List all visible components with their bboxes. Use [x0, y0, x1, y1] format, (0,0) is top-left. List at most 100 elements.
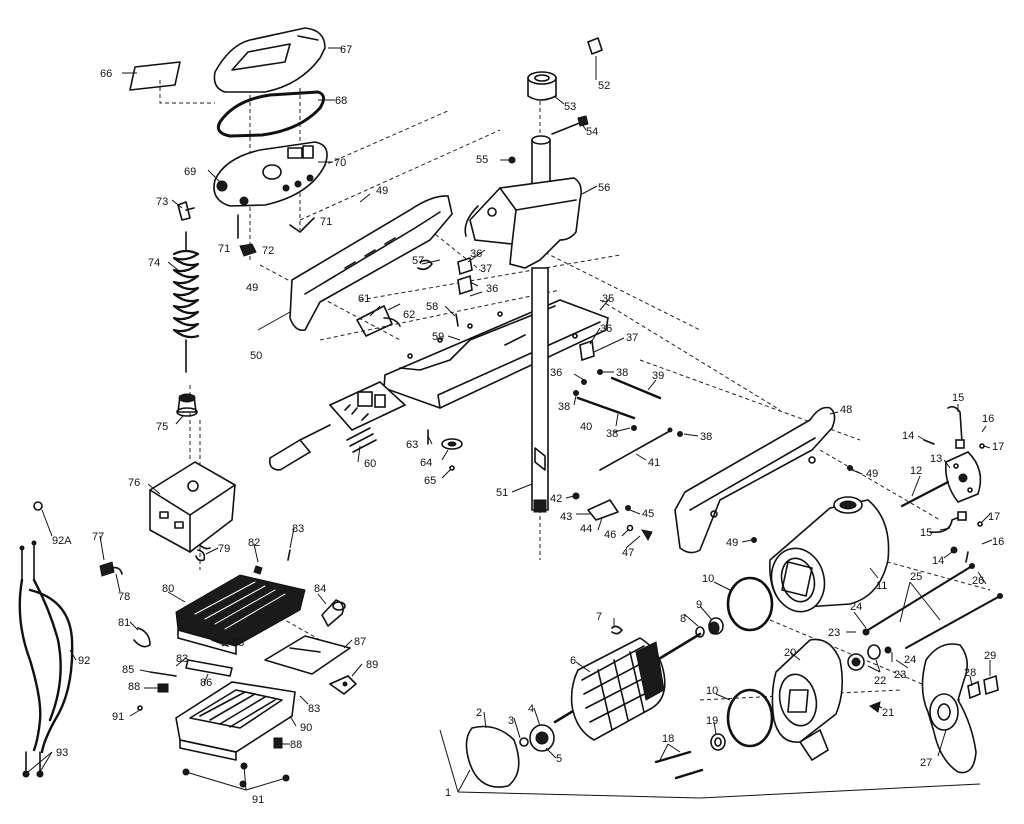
- callout-60: 60: [364, 458, 376, 470]
- callout-82: 82: [248, 537, 260, 549]
- callout-49: 49: [246, 282, 258, 294]
- gasket-part: [216, 90, 325, 138]
- callout-49: 49: [376, 185, 388, 197]
- callout-37: 37: [626, 332, 638, 344]
- callout-16: 16: [982, 413, 994, 425]
- callout-68: 68: [335, 95, 347, 107]
- mount-assembly: [289, 195, 609, 409]
- callout-19: 19: [706, 715, 718, 727]
- callout-40: 40: [580, 421, 592, 433]
- callout-18: 18: [662, 733, 674, 745]
- callout-25: 25: [910, 571, 922, 583]
- callout-69: 69: [184, 166, 196, 178]
- callout-44: 44: [580, 523, 592, 535]
- callout-37: 37: [480, 263, 492, 275]
- callout-38: 38: [700, 431, 712, 443]
- callout-38: 38: [616, 367, 628, 379]
- callout-48: 48: [840, 404, 852, 416]
- callout-21: 21: [882, 707, 894, 719]
- callout-11: 11: [876, 580, 887, 592]
- callout-78: 78: [118, 591, 130, 603]
- callout-12: 12: [910, 465, 922, 477]
- callout-52: 52: [598, 80, 610, 92]
- callout-28: 28: [964, 667, 976, 679]
- callout-83: 83: [308, 703, 320, 715]
- callout-71: 71: [320, 216, 332, 228]
- callout-54: 54: [586, 126, 598, 138]
- callout-50: 50: [250, 350, 262, 362]
- callout-8: 8: [680, 613, 686, 625]
- callout-15: 15: [920, 527, 932, 539]
- callout-46: 46: [604, 529, 616, 541]
- callout-55: 55: [476, 154, 488, 166]
- callout-24: 24: [904, 654, 916, 666]
- callout-72: 72: [262, 245, 274, 257]
- meter-base-part: [213, 141, 328, 207]
- callout-labels: 66 67 68 69 70 71 71 72 73 74 75 76 49 4…: [52, 44, 1004, 806]
- callout-2: 2: [476, 707, 482, 719]
- callout-5: 5: [556, 753, 562, 765]
- callout-45: 45: [642, 508, 654, 520]
- end-cap-assembly: [654, 628, 999, 780]
- callout-83: 83: [232, 637, 244, 649]
- callout-83: 83: [292, 523, 304, 535]
- callout-91: 91: [112, 711, 124, 723]
- callout-88: 88: [128, 681, 140, 693]
- steering-column-part: [531, 267, 549, 511]
- callout-93: 93: [56, 747, 68, 759]
- callout-4: 4: [528, 703, 534, 715]
- lower-housing-part: [674, 406, 853, 554]
- callout-75: 75: [156, 421, 168, 433]
- callout-67: 67: [340, 44, 352, 56]
- callout-66: 66: [100, 68, 112, 80]
- callout-6: 6: [570, 655, 576, 667]
- callout-36: 36: [486, 283, 498, 295]
- callout-92a: 92A: [52, 535, 72, 547]
- callout-16: 16: [992, 536, 1004, 548]
- callout-85: 85: [122, 664, 134, 676]
- motor-housing-assembly: [769, 405, 1003, 649]
- callout-7: 7: [596, 611, 602, 623]
- callout-41: 41: [648, 457, 660, 469]
- callout-53: 53: [564, 101, 576, 113]
- callout-35: 35: [602, 293, 614, 305]
- callout-22: 22: [874, 675, 886, 687]
- callout-58: 58: [426, 301, 438, 313]
- callout-74: 74: [148, 257, 160, 269]
- callout-47: 47: [622, 547, 634, 559]
- coil-cord-part: [172, 231, 200, 417]
- callout-9: 9: [696, 599, 702, 611]
- callout-10: 10: [702, 573, 714, 585]
- callout-36: 36: [600, 323, 612, 335]
- callout-29: 29: [984, 650, 996, 662]
- callout-3: 3: [508, 715, 514, 727]
- callout-42: 42: [550, 493, 562, 505]
- callout-73: 73: [156, 196, 168, 208]
- callout-17: 17: [988, 511, 1000, 523]
- callout-81: 81: [118, 617, 130, 629]
- callout-23: 23: [894, 669, 906, 681]
- callout-63: 63: [406, 439, 418, 451]
- callout-89: 89: [366, 659, 378, 671]
- callout-90: 90: [300, 722, 312, 734]
- callout-23: 23: [828, 627, 840, 639]
- bracket-part: [149, 461, 236, 553]
- callout-36: 36: [550, 367, 562, 379]
- callout-26: 26: [972, 575, 984, 587]
- wire-harness-part: [18, 501, 74, 778]
- callout-13: 13: [930, 453, 942, 465]
- callout-87: 87: [354, 636, 366, 648]
- callout-62: 62: [403, 309, 415, 321]
- callout-80: 80: [162, 583, 174, 595]
- callout-84: 84: [314, 583, 326, 595]
- steering-housing-assembly: [464, 36, 603, 513]
- callout-83: 83: [176, 653, 188, 665]
- callout-36: 36: [470, 248, 482, 260]
- decal-part: [129, 61, 181, 91]
- control-module-assembly: [99, 549, 358, 791]
- callout-70: 70: [334, 157, 346, 169]
- callout-38: 38: [606, 428, 618, 440]
- callout-88: 88: [290, 739, 302, 751]
